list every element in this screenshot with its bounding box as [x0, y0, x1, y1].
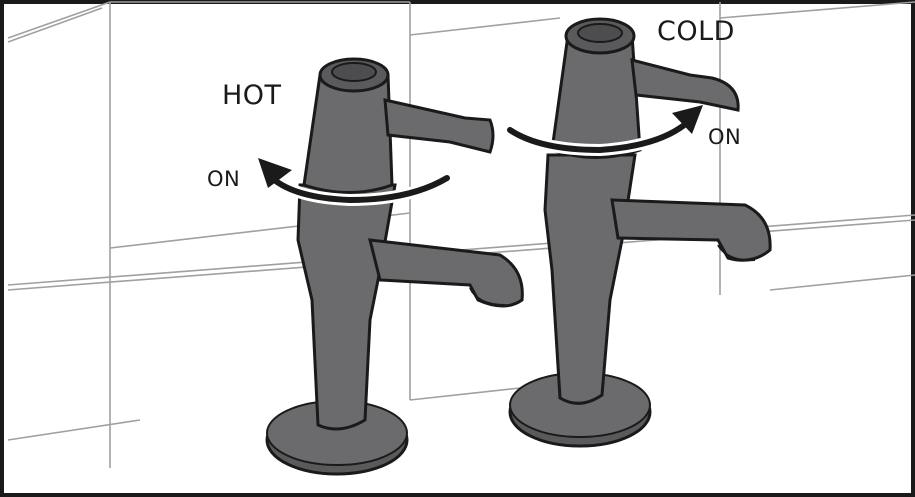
hot-label: HOT: [222, 80, 282, 111]
cold-label: COLD: [657, 16, 735, 47]
hot-tap-head: [304, 75, 392, 193]
cold-on-label: ON: [708, 125, 741, 149]
hot-on-label: ON: [207, 167, 240, 191]
